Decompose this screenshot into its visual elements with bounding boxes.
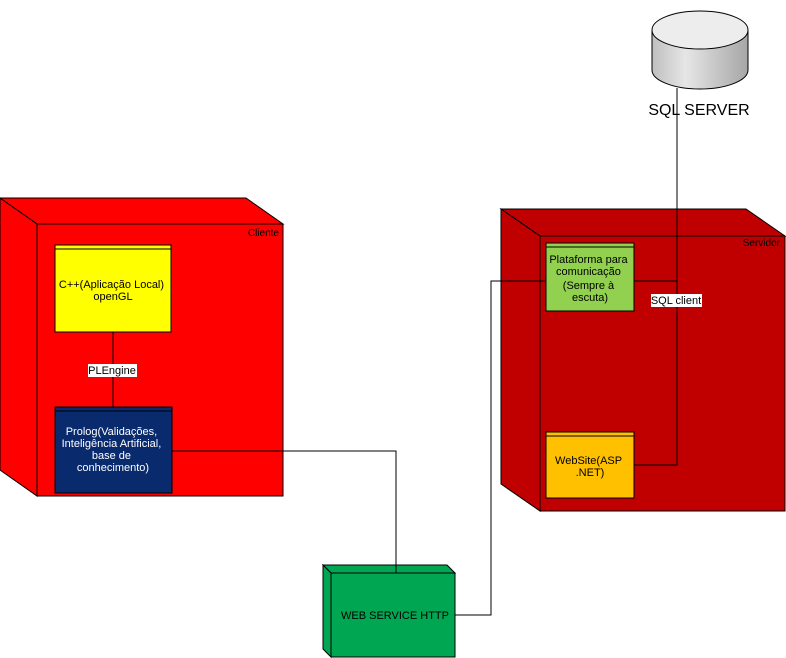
cliente-node-side: [0, 197, 38, 497]
website-component-label: WebSite(ASP .NET): [555, 455, 625, 479]
webservice-node-side: [322, 563, 332, 658]
cliente-node-top: [0, 197, 285, 225]
plataforma-component[interactable]: Plataforma para comunicação (Sempre à es…: [545, 242, 635, 312]
connector-lines: [112, 88, 678, 616]
plengine-label-text: PLEngine: [88, 365, 136, 377]
prolog-component-label: Prolog(Validações, Inteligência Artifici…: [62, 426, 165, 474]
website-sqlserver-connector: [634, 281, 678, 466]
prolog-webservice-connector: [172, 450, 397, 573]
database-top: [651, 10, 749, 50]
sqlclient-label-text: SQL client: [651, 295, 701, 307]
cpp-component[interactable]: C++(Aplicação Local) openGL: [54, 244, 172, 333]
webservice-node-top: [321, 564, 457, 574]
cliente-node-name: Cliente: [248, 228, 280, 239]
servidor-node[interactable]: Servidor: [499, 208, 786, 512]
plataforma-component-label: Plataforma para comunicação (Sempre à es…: [549, 254, 630, 304]
servidor-node-top: [499, 208, 786, 237]
plataforma-component-box: [545, 242, 635, 312]
prolog-component[interactable]: Prolog(Validações, Inteligência Artifici…: [54, 406, 173, 494]
servidor-node-side: [500, 208, 541, 512]
sql-server-database[interactable]: SQL SERVER: [648, 10, 750, 119]
website-component-box: [545, 431, 635, 499]
database-name: SQL SERVER: [648, 102, 749, 119]
webservice-node[interactable]: WEB SERVICE HTTP: [321, 563, 457, 658]
website-component[interactable]: WebSite(ASP .NET): [545, 431, 635, 499]
webservice-node-name: WEB SERVICE HTTP: [341, 610, 449, 622]
cpp-component-box: [54, 244, 172, 333]
webservice-plataforma-connector: [455, 280, 546, 616]
cpp-component-label: C++(Aplicação Local) openGL: [59, 279, 167, 303]
plengine-label: PLEngine: [88, 364, 137, 377]
servidor-node-name: Servidor: [743, 238, 781, 249]
sqlclient-label: SQL client: [651, 294, 702, 307]
prolog-component-box: [54, 406, 173, 494]
